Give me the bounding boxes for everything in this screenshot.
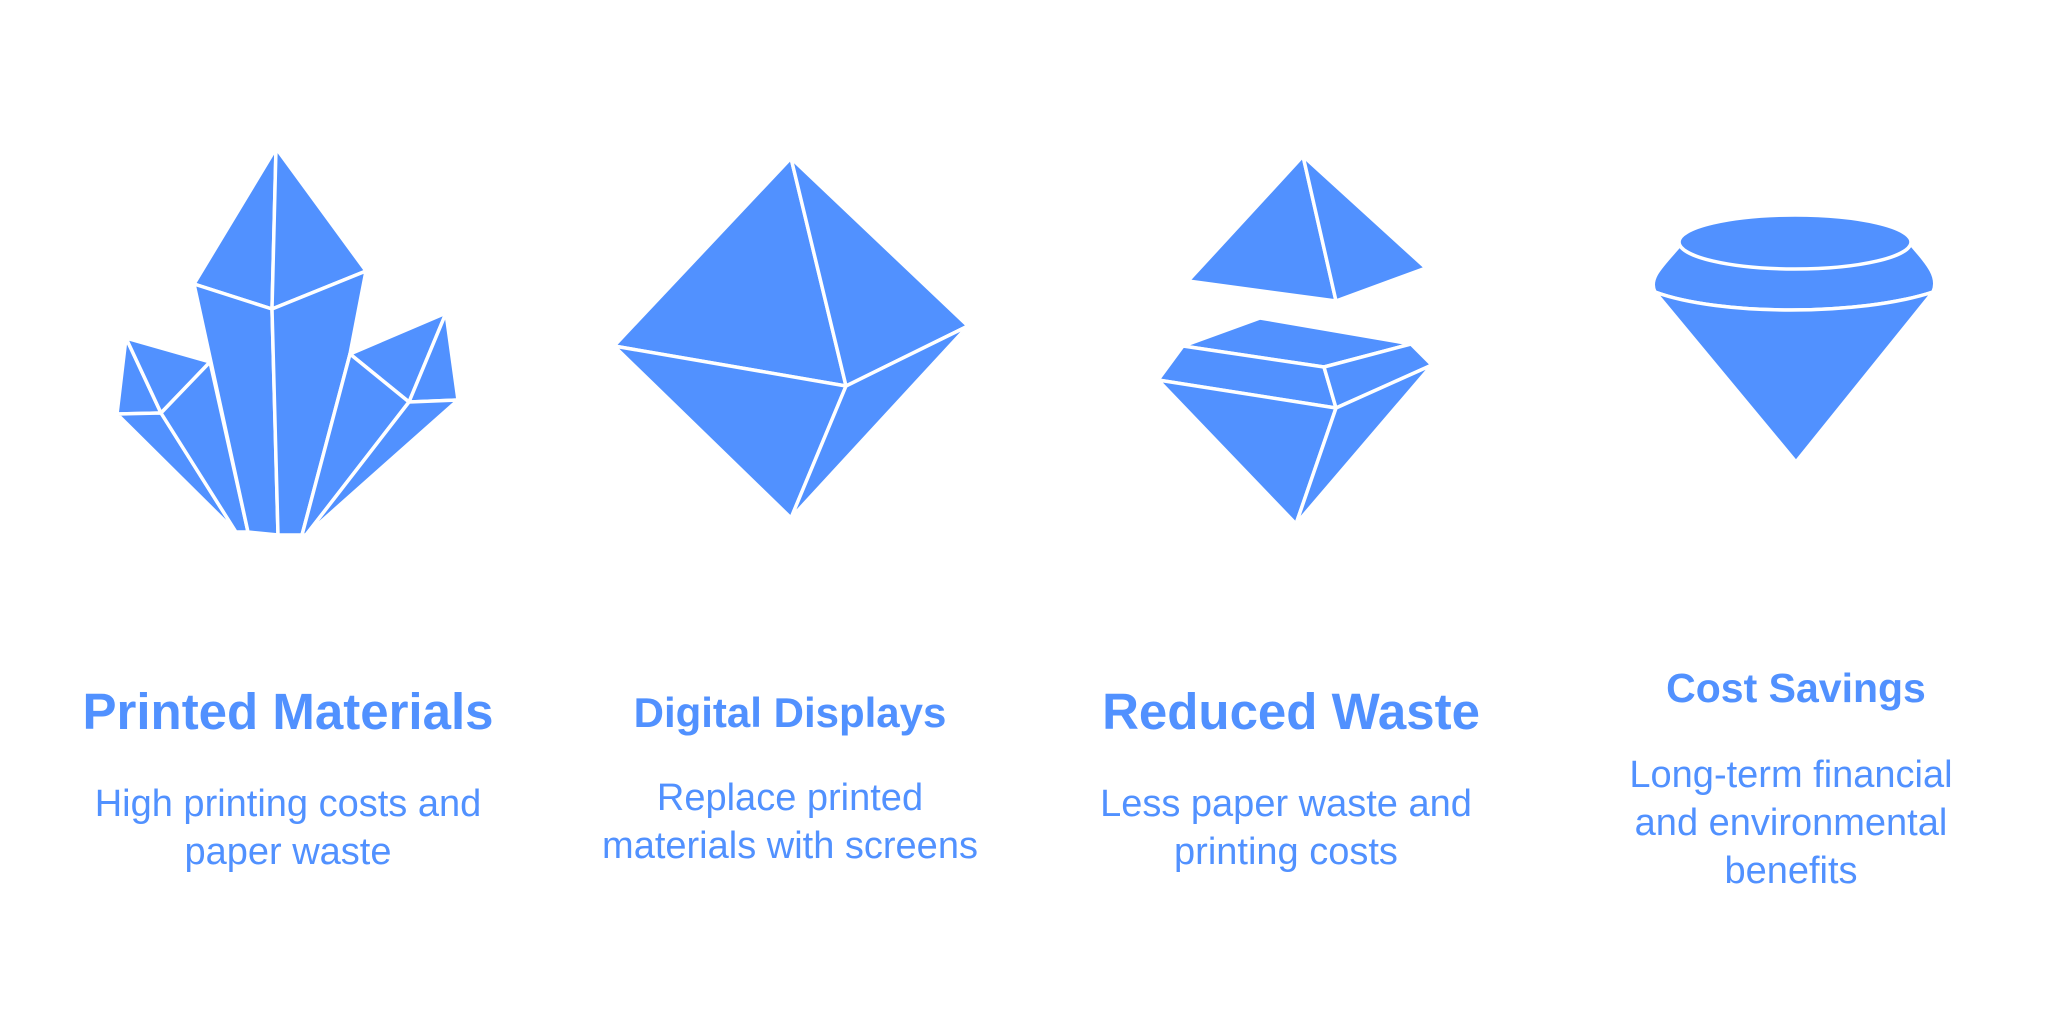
step-desc-digital-displays: Replace printed materials with screens [550, 774, 1030, 870]
split-gem-icon [1156, 154, 1434, 526]
desc-line: Replace printed [656, 777, 924, 819]
desc-line: High printing costs and [94, 783, 482, 825]
step-desc-printed-materials: High printing costs and paper waste [48, 780, 528, 876]
step-title-cost-savings: Cost Savings [1666, 665, 1926, 711]
octahedron-icon [612, 156, 970, 520]
step-title-reduced-waste: Reduced Waste [1102, 683, 1480, 740]
step-title-printed-materials: Printed Materials [82, 683, 494, 740]
desc-line: printing costs [1174, 831, 1398, 873]
cut-diamond-icon [1651, 213, 1937, 464]
step-desc-cost-savings: Long-term financial and environmental be… [1551, 751, 2031, 895]
desc-line: Long-term financial [1629, 754, 1953, 796]
desc-line: materials with screens [602, 825, 978, 867]
step-title-digital-displays: Digital Displays [633, 689, 947, 736]
desc-line: Less paper waste and [1100, 783, 1472, 825]
crystal-cluster-icon [115, 146, 460, 537]
desc-line: paper waste [184, 831, 392, 873]
desc-line: benefits [1724, 850, 1858, 892]
desc-line: and environmental [1634, 802, 1948, 844]
step-desc-reduced-waste: Less paper waste and printing costs [1046, 780, 1526, 876]
